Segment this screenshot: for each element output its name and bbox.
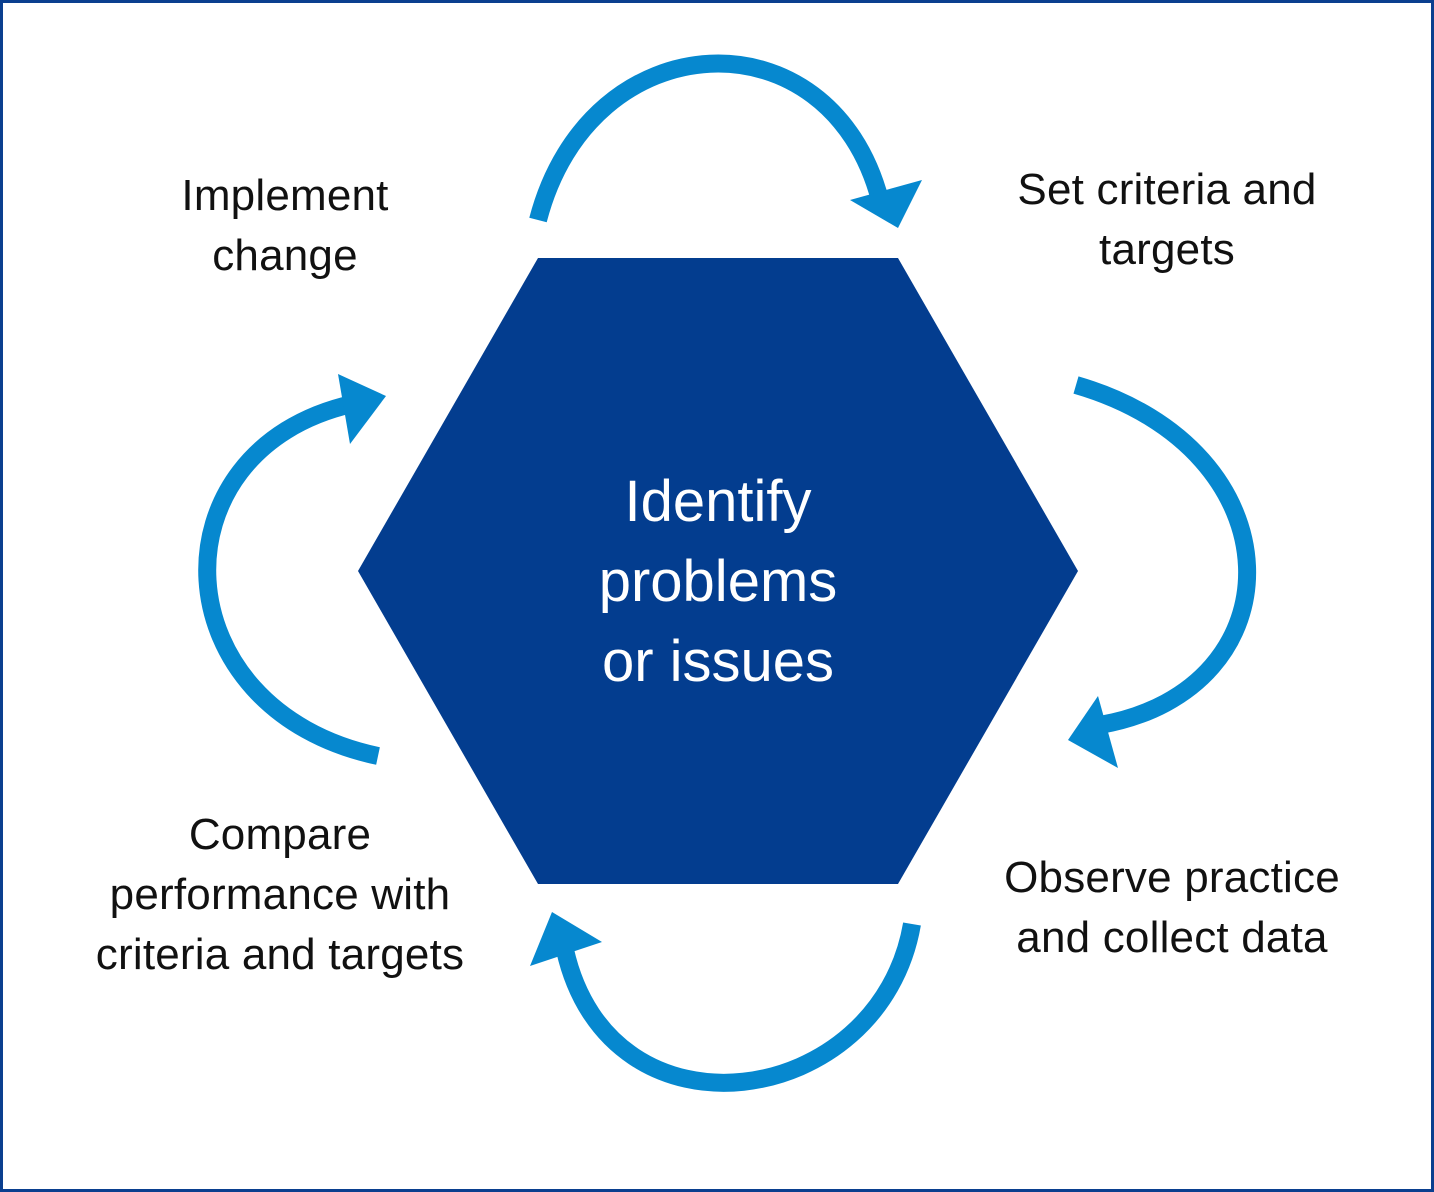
step-compare-line-2: performance with	[109, 870, 451, 919]
arrow-bottom-icon	[556, 922, 921, 1092]
arrow-left-icon	[198, 395, 380, 765]
step-implement-line-2: change	[212, 231, 358, 280]
step-set-criteria-line-1: Set criteria and	[1017, 165, 1317, 214]
step-implement-line-1: Implement	[181, 171, 389, 220]
step-observe-line-2: and collect data	[1016, 913, 1328, 962]
arrow-top-head-icon	[850, 180, 922, 228]
arrow-top-icon	[529, 54, 889, 223]
step-observe-line-1: Observe practice	[1004, 853, 1340, 902]
arrow-left-head-icon	[338, 374, 386, 444]
arrow-bottom-head-icon	[530, 912, 602, 966]
step-set-criteria: Set criteria and targets	[992, 160, 1342, 280]
arrow-right-icon	[1073, 376, 1257, 734]
step-observe-practice: Observe practice and collect data	[982, 848, 1362, 968]
step-implement-change: Implement change	[130, 166, 440, 286]
center-line-2: problems	[598, 549, 838, 614]
step-compare-line-3: criteria and targets	[95, 930, 465, 979]
center-line-1: Identify	[624, 469, 812, 534]
center-line-3: or issues	[601, 629, 835, 694]
center-title: Identify problems or issues	[518, 462, 918, 702]
step-set-criteria-line-2: targets	[1099, 225, 1235, 274]
center-hexagon	[358, 258, 1078, 884]
step-compare-performance: Compare performance with criteria and ta…	[70, 805, 490, 985]
step-compare-line-1: Compare	[188, 810, 372, 859]
arrow-right-head-icon	[1068, 696, 1118, 768]
